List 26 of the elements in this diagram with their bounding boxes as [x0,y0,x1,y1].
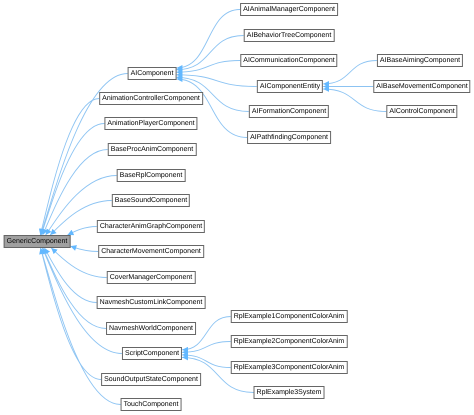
inheritance-arrow [182,354,254,393]
inheritance-arrow [39,248,122,405]
inheritance-arrow [70,245,99,252]
inheritance-arrow [176,9,241,70]
inheritance-arrow [176,35,244,72]
inheritance-arrow [182,352,232,368]
inheritance-arrow [42,248,106,329]
inheritance-arrow [176,76,248,138]
inheritance-arrow [176,74,250,112]
inheritance-arrow [182,341,232,356]
inheritance-arrow [40,123,105,236]
inheritance-arrow [50,248,108,278]
inheritance-arrow [42,248,122,354]
inheritance-arrow [42,149,108,236]
inheritance-arrow [67,226,98,236]
inheritance-arrow [322,86,387,112]
inheritance-arrow [44,248,98,303]
inheritance-arrow [322,60,378,86]
inheritance-arrow [50,200,112,236]
inheritance-arrow [39,248,102,380]
inheritance-arrow [45,175,118,236]
inheritance-arrow [322,84,374,90]
inheritance-arrow [38,98,100,236]
inheritance-arrow [176,72,258,87]
inheritance-arrow [182,316,232,352]
inheritance-arrow [176,60,241,76]
